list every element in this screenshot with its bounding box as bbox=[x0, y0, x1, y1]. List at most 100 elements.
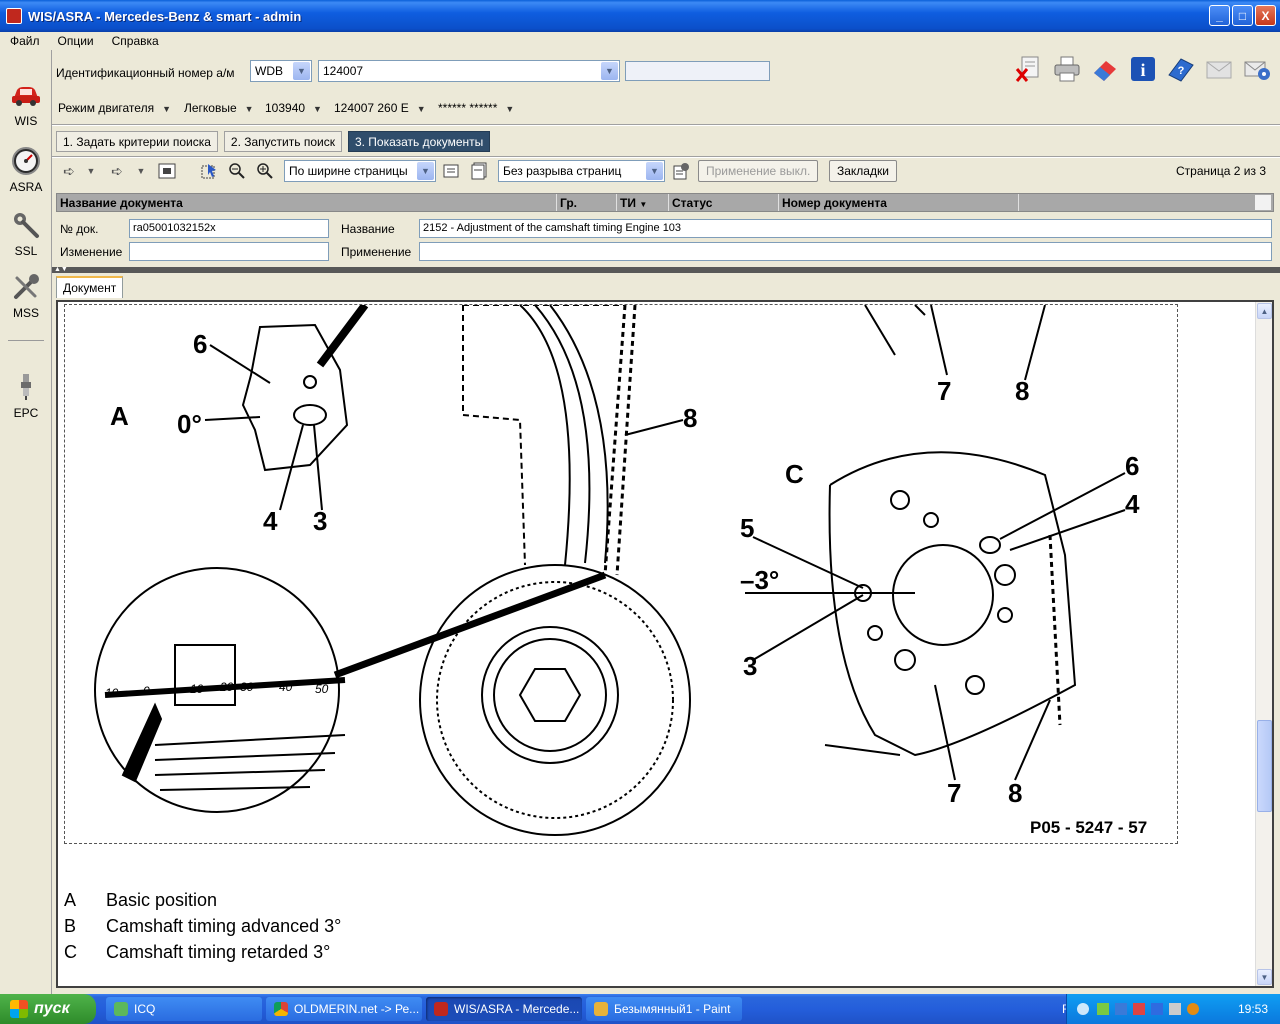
scale-tick-4: 20 bbox=[219, 680, 234, 694]
fit-screen-icon[interactable] bbox=[156, 160, 178, 182]
doc-no-field[interactable]: ra05001032152x bbox=[129, 219, 329, 238]
info-icon[interactable]: i bbox=[1128, 54, 1158, 84]
start-label: пуск bbox=[34, 1000, 70, 1017]
column-type[interactable]: ТИ ▼ bbox=[617, 194, 669, 211]
menu-file[interactable]: Файл bbox=[10, 34, 40, 48]
applicability-off-button[interactable]: Применение выкл. bbox=[698, 160, 819, 182]
label-8-top: 8 bbox=[1015, 376, 1029, 406]
change-field[interactable] bbox=[129, 242, 329, 261]
vin-prefix-value: WDB bbox=[255, 64, 283, 78]
vin-extra-field[interactable] bbox=[625, 61, 770, 81]
back-arrow-icon[interactable]: ➪ bbox=[63, 162, 75, 179]
tray-expand-icon[interactable] bbox=[1077, 1003, 1089, 1015]
maximize-button[interactable]: □ bbox=[1232, 5, 1253, 26]
label-zero-degree: 0° bbox=[177, 409, 202, 439]
vin-prefix-select[interactable]: WDB ▼ bbox=[250, 60, 312, 82]
figure-code: P05 - 5247 - 57 bbox=[1030, 818, 1147, 837]
rail-label: SSL bbox=[14, 244, 38, 258]
tray-security-icon[interactable] bbox=[1133, 1003, 1145, 1015]
tray-icq-icon[interactable] bbox=[1097, 1003, 1109, 1015]
label-6-left: 6 bbox=[193, 329, 207, 359]
bookmarks-button[interactable]: Закладки bbox=[829, 160, 897, 182]
zoom-mode-value: По ширине страницы bbox=[289, 164, 408, 178]
step-set-criteria[interactable]: 1. Задать критерии поиска bbox=[56, 131, 218, 152]
page-prefix: Страница bbox=[1175, 164, 1231, 178]
scroll-thumb[interactable] bbox=[1257, 720, 1272, 812]
scale-tick-3: 10 bbox=[190, 682, 204, 696]
tab-document[interactable]: Документ bbox=[56, 276, 124, 298]
task-browser[interactable]: OLDMERIN.net -> Ре... bbox=[266, 997, 422, 1021]
mail-icon[interactable] bbox=[1204, 54, 1234, 84]
step-run-search[interactable]: 2. Запустить поиск bbox=[223, 131, 342, 152]
change-label: Изменение bbox=[60, 245, 123, 259]
masked-dropdown[interactable]: ****** ******▼ bbox=[438, 101, 514, 115]
document-viewer[interactable]: A 0° 6 4 3 8 7 8 C 6 4 5 –3° 3 7 8 P05 - bbox=[56, 300, 1274, 988]
tray-volume-icon[interactable] bbox=[1169, 1003, 1181, 1015]
tray-network-icon[interactable] bbox=[1115, 1003, 1127, 1015]
tray-bluetooth-icon[interactable] bbox=[1151, 1003, 1163, 1015]
mail-settings-icon[interactable] bbox=[1242, 54, 1272, 84]
column-group[interactable]: Гр. bbox=[557, 194, 617, 211]
minimize-button[interactable]: _ bbox=[1209, 5, 1230, 26]
start-button[interactable]: пуск bbox=[0, 994, 96, 1024]
menu-help[interactable]: Справка bbox=[111, 34, 159, 48]
label-7-top: 7 bbox=[937, 376, 951, 406]
column-doc-number[interactable]: Номер документа bbox=[779, 194, 1019, 211]
pointer-select-icon[interactable] bbox=[198, 160, 220, 182]
rail-item-asra[interactable]: ASRA bbox=[0, 146, 52, 194]
eraser-icon[interactable] bbox=[1090, 54, 1120, 84]
rail-item-mss[interactable]: MSS bbox=[0, 272, 52, 320]
multi-page-icon[interactable] bbox=[468, 160, 490, 182]
engine-code-dropdown[interactable]: 103940▼ bbox=[265, 101, 322, 115]
vin-number-combo[interactable]: 124007 ▼ bbox=[318, 60, 620, 82]
scroll-down-button[interactable]: ▼ bbox=[1257, 969, 1272, 985]
rail-item-wis[interactable]: WIS bbox=[0, 80, 52, 128]
help-book-icon[interactable]: ? bbox=[1166, 54, 1196, 84]
page-break-select[interactable]: Без разрыва страниц ▼ bbox=[498, 160, 665, 182]
legend-key: A bbox=[64, 890, 77, 910]
rail-label: ASRA bbox=[9, 180, 43, 194]
chevron-down-icon[interactable]: ▼ bbox=[86, 166, 96, 176]
doc-no-label: № док. bbox=[60, 222, 99, 236]
task-wis-asra[interactable]: WIS/ASRA - Mercede... bbox=[426, 997, 582, 1021]
system-tray: 19:53 bbox=[1066, 994, 1280, 1024]
model-dropdown[interactable]: 124007 260 E▼ bbox=[334, 101, 426, 115]
main-panel: Идентификационный номер а/м WDB ▼ 124007… bbox=[52, 50, 1280, 994]
step-show-documents[interactable]: 3. Показать документы bbox=[347, 131, 491, 152]
rail-item-ssl[interactable]: SSL bbox=[0, 210, 52, 258]
svg-text:i: i bbox=[1140, 60, 1145, 80]
engine-mode-dropdown[interactable]: Режим двигателя▼ bbox=[58, 101, 171, 115]
technical-drawing: A 0° 6 4 3 8 7 8 C 6 4 5 –3° 3 7 8 P05 - bbox=[64, 302, 1178, 844]
workflow-steps: 1. Задать критерии поиска 2. Запустить п… bbox=[56, 131, 491, 152]
apply-field[interactable] bbox=[419, 242, 1272, 261]
printer-icon[interactable] bbox=[1052, 54, 1082, 84]
vehicle-type-dropdown[interactable]: Легковые▼ bbox=[184, 101, 254, 115]
close-button[interactable]: X bbox=[1255, 5, 1276, 26]
vin-number-value: 124007 bbox=[323, 64, 364, 78]
zoom-mode-select[interactable]: По ширине страницы ▼ bbox=[284, 160, 436, 182]
task-paint[interactable]: Безымянный1 - Paint bbox=[586, 997, 742, 1021]
split-divider[interactable]: ▲▼ bbox=[52, 266, 1280, 273]
name-field[interactable]: 2152 - Adjustment of the camshaft timing… bbox=[419, 219, 1272, 238]
task-label: ICQ bbox=[134, 1002, 156, 1016]
collapse-arrows-icon[interactable]: ▲▼ bbox=[54, 266, 68, 273]
applicability-icon[interactable] bbox=[670, 160, 692, 182]
document-scrollbar[interactable]: ▲ ▼ bbox=[1255, 302, 1272, 986]
scroll-up-button[interactable]: ▲ bbox=[1257, 303, 1272, 319]
page-view-icon[interactable] bbox=[440, 160, 462, 182]
column-document-name[interactable]: Название документа bbox=[57, 194, 557, 211]
wis-app-icon bbox=[434, 1002, 448, 1016]
chevron-down-icon[interactable]: ▼ bbox=[136, 166, 146, 176]
rail-item-epc[interactable]: EPC bbox=[0, 372, 52, 420]
camshaft-timing-diagram: A 0° 6 4 3 8 7 8 C 6 4 5 –3° 3 7 8 P05 - bbox=[94, 302, 1147, 837]
column-status[interactable]: Статус bbox=[669, 194, 779, 211]
menu-options[interactable]: Опции bbox=[57, 34, 94, 48]
tray-update-icon[interactable] bbox=[1187, 1003, 1199, 1015]
delete-document-icon[interactable] bbox=[1014, 54, 1044, 84]
task-icq[interactable]: ICQ bbox=[106, 997, 262, 1021]
zoom-out-icon[interactable] bbox=[226, 160, 248, 182]
separator bbox=[52, 156, 1280, 158]
zoom-in-icon[interactable] bbox=[254, 160, 276, 182]
forward-arrow-icon[interactable]: ➪ bbox=[111, 162, 123, 179]
